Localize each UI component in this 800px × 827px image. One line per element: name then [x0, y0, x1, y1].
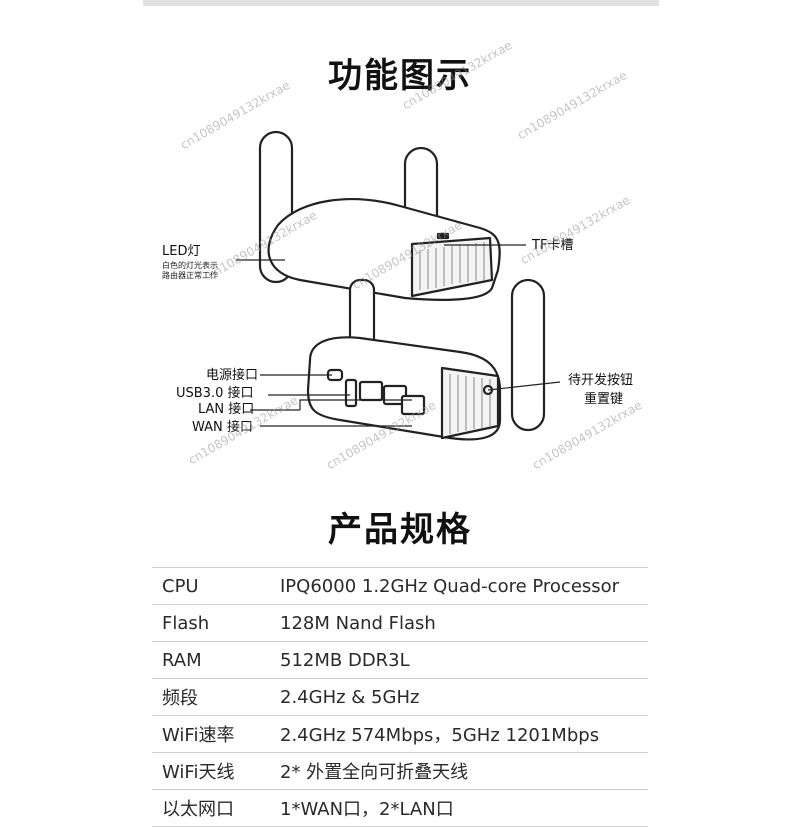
led-label: LED灯 [162, 244, 201, 259]
table-row: CPU IPQ6000 1.2GHz Quad-core Processor [152, 567, 648, 605]
dev-button-label: 待开发按钮 [568, 373, 634, 388]
table-row: RAM 512MB DDR3L [152, 642, 648, 679]
spec-value: 2.4GHz & 5GHz [280, 686, 420, 708]
tf-slot-label: TF卡槽 [532, 238, 574, 253]
spec-value: 512MB DDR3L [280, 649, 410, 671]
spec-key: 以太网口 [162, 799, 234, 820]
table-row: 频段 2.4GHz & 5GHz [152, 679, 648, 716]
router-illustration [236, 130, 561, 441]
table-row: WiFi速率 2.4GHz 574Mbps，5GHz 1201Mbps [152, 716, 648, 753]
spec-table: CPU IPQ6000 1.2GHz Quad-core Processor F… [152, 567, 648, 827]
reset-button-label: 重置键 [584, 392, 624, 407]
spec-value: IPQ6000 1.2GHz Quad-core Processor [280, 575, 620, 597]
spec-key: WiFi速率 [162, 725, 235, 746]
wan-port-label: WAN 接口 [192, 420, 253, 435]
spec-key: RAM [162, 649, 202, 671]
specs-title: 产品规格 [328, 510, 472, 550]
led-desc-2: 路由器正常工作 [162, 271, 218, 280]
table-row: Flash 128M Nand Flash [152, 605, 648, 642]
features-title: 功能图示 [328, 56, 472, 96]
spec-value: 2.4GHz 574Mbps，5GHz 1201Mbps [280, 725, 600, 746]
spec-key: 频段 [162, 688, 198, 709]
led-desc-1: 白色的灯光表示 [162, 261, 218, 270]
spec-key: CPU [162, 575, 199, 597]
table-row: 以太网口 1*WAN口，2*LAN口 [152, 790, 648, 827]
spec-key: Flash [162, 612, 210, 634]
spec-key: WiFi天线 [162, 762, 235, 783]
top-divider [143, 0, 659, 6]
antenna-side [510, 278, 546, 432]
spec-value: 2* 外置全向可折叠天线 [280, 762, 469, 783]
spec-value: 128M Nand Flash [280, 612, 436, 634]
lan-port-label: LAN 接口 [198, 402, 255, 417]
power-port-label: 电源接口 [206, 368, 259, 383]
spec-value: 1*WAN口，2*LAN口 [280, 799, 454, 820]
usb-port-label: USB3.0 接口 [176, 386, 254, 401]
table-row: WiFi天线 2* 外置全向可折叠天线 [152, 753, 648, 790]
